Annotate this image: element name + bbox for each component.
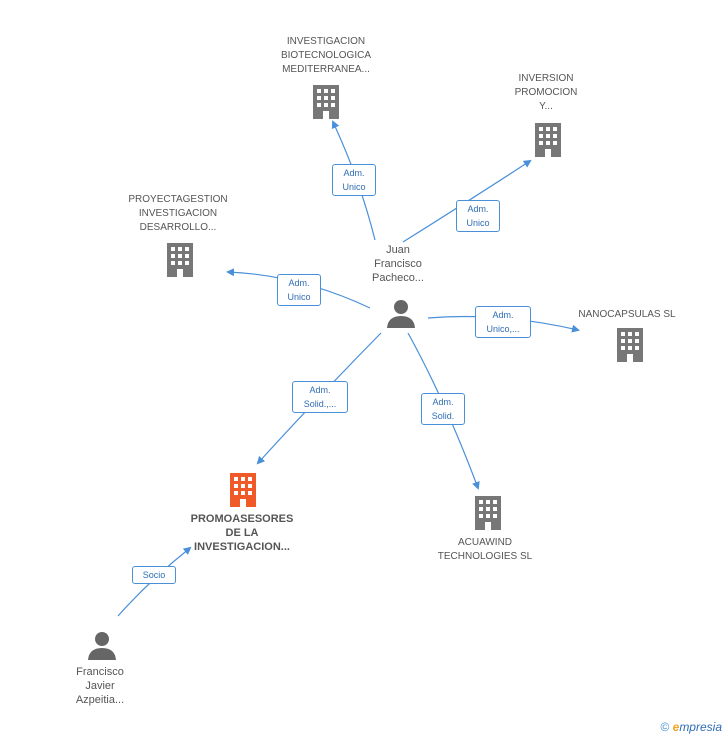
label-line: Adm. [288,278,310,288]
label-line: Unico [287,292,311,302]
building-icon[interactable] [472,496,504,530]
person-label-francisco-javier[interactable]: Francisco Javier Azpeitia... [58,665,142,707]
label-line: Solid.,... [303,399,337,409]
edge-label-adm-unico: Adm. Unico [456,200,500,232]
person-icon[interactable] [386,298,416,328]
edge-label-adm-solid: Adm. Solid. [421,393,465,425]
label-line: Azpeitia... [75,694,125,706]
label-line: Pacheco... [372,272,424,284]
label-line: Adm. [432,397,454,407]
edge-label-adm-solid-etc: Adm. Solid.,... [292,381,348,413]
label-line: Adm. [309,385,331,395]
person-icon[interactable] [87,630,117,660]
label-line: PROYECTAGESTION [128,194,228,205]
company-label-inversion[interactable]: INVERSION PROMOCION Y... [496,72,596,114]
label-line: Juan [386,244,410,256]
building-icon[interactable] [532,123,564,157]
company-label-investigacion-biotecnologica[interactable]: INVESTIGACION BIOTECNOLOGICA MEDITERRANE… [266,35,386,77]
copyright-symbol: © [660,720,670,734]
label-line: PROMOASESORES [190,513,294,525]
label-line: ACUAWIND [457,537,513,548]
brand-e: e [672,720,680,734]
label-line: INVESTIGACION [138,208,218,219]
label-line: BIOTECNOLOGICA [280,50,371,61]
edge-label-socio: Socio [132,566,176,584]
label-line: Adm. [343,168,365,178]
empresia-logo[interactable]: © empresia [660,720,722,734]
label-line: Socio [142,570,166,580]
building-icon[interactable] [310,85,342,119]
label-line: MEDITERRANEA... [282,64,370,75]
label-line: DESARROLLO... [139,222,217,233]
label-line: Unico [342,182,366,192]
label-line: Francisco [76,666,124,678]
edge-label-adm-unico: Adm. Unico [277,274,321,306]
label-line: Francisco [374,258,422,270]
label-line: Y... [539,101,553,112]
edge-label-adm-unico: Adm. Unico [332,164,376,196]
company-label-promoasesores[interactable]: PROMOASESORES DE LA INVESTIGACION... [176,512,308,554]
label-line: Javier [85,680,115,692]
company-label-nanocapsulas[interactable]: NANOCAPSULAS SL [566,308,688,322]
label-line: INVESTIGACION [286,36,366,47]
label-line: NANOCAPSULAS SL [578,309,676,320]
building-icon[interactable] [227,473,259,507]
label-line: DE LA [225,527,259,539]
label-line: PROMOCION [514,87,578,98]
label-line: Solid. [431,411,455,421]
label-line: Adm. [492,310,514,320]
label-line: TECHNOLOGIES SL [437,551,533,562]
label-line: INVERSION [518,73,574,84]
brand-name: mpresia [679,720,722,734]
edge-label-adm-unico-etc: Adm. Unico,... [475,306,531,338]
building-icon[interactable] [614,328,646,362]
company-label-acuawind[interactable]: ACUAWIND TECHNOLOGIES SL [428,536,542,564]
label-line: Adm. [467,204,489,214]
label-line: Unico,... [486,324,520,334]
building-icon[interactable] [164,243,196,277]
person-label-juan-francisco[interactable]: Juan Francisco Pacheco... [356,243,440,285]
label-line: INVESTIGACION... [194,541,290,553]
company-label-proyectagestion[interactable]: PROYECTAGESTION INVESTIGACION DESARROLLO… [118,193,238,235]
label-line: Unico [466,218,490,228]
